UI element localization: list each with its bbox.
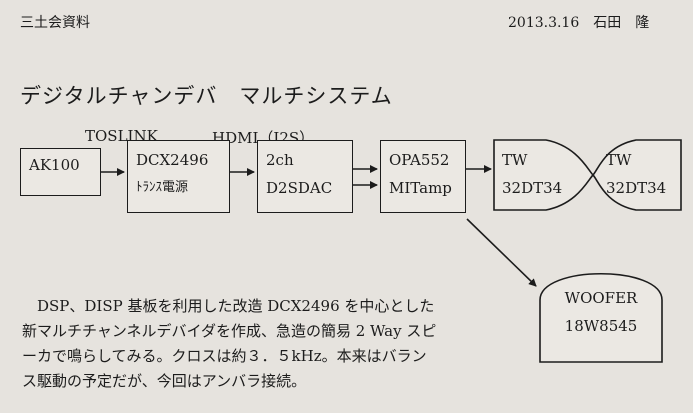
header-right: 2013.3.16 石田 隆 bbox=[508, 15, 650, 31]
dcx2496-sublabel: ﾄﾗﾝｽ電源 bbox=[136, 180, 189, 195]
mitamp-label-2: MITamp bbox=[389, 179, 452, 197]
tw2-text: TW 32DT34 bbox=[606, 150, 666, 198]
description-paragraph: DSP、DISP 基板を利用した改造 DCX2496 を中心とした 新マルチチャ… bbox=[22, 294, 472, 394]
arrow-amp-to-woofer bbox=[466, 218, 537, 287]
woofer-label: WOOFER bbox=[564, 289, 638, 307]
tw1-model: 32DT34 bbox=[502, 179, 563, 197]
dcx2496-label: DCX2496 bbox=[136, 151, 209, 169]
ak100-box: AK100 bbox=[20, 148, 101, 196]
header-left: 三土会資料 bbox=[20, 15, 90, 31]
tw1-label: TW bbox=[502, 151, 528, 169]
woofer-outline bbox=[539, 272, 663, 363]
paragraph-line-1: DSP、DISP 基板を利用した改造 DCX2496 を中心とした bbox=[22, 297, 435, 315]
woofer-text: WOOFER 18W8545 bbox=[560, 288, 642, 336]
tw1-text: TW 32DT34 bbox=[502, 150, 562, 198]
tw2-label: TW bbox=[606, 151, 632, 169]
d2sdac-label-2: D2SDAC bbox=[266, 179, 333, 197]
ak100-label: AK100 bbox=[29, 156, 80, 174]
document-title: デジタルチャンデバ マルチシステム bbox=[20, 84, 393, 108]
d2sdac-box: 2ch D2SDAC bbox=[257, 140, 353, 213]
paragraph-line-4: ス駆動の予定だが、今回はアンバラ接続。 bbox=[22, 372, 307, 390]
woofer-model: 18W8545 bbox=[564, 317, 638, 335]
tw2-model: 32DT34 bbox=[606, 179, 667, 197]
tw2-outline bbox=[591, 139, 682, 211]
dcx2496-box: DCX2496 ﾄﾗﾝｽ電源 bbox=[127, 140, 230, 213]
paragraph-line-3: ーカで鳴らしてみる。クロスは約３．５kHz。本来はバラン bbox=[22, 347, 427, 365]
mitamp-label-1: OPA552 bbox=[389, 151, 450, 169]
d2sdac-label-1: 2ch bbox=[266, 151, 294, 169]
paragraph-line-2: 新マルチチャンネルデバイダを作成、急造の簡易 2 Way スピ bbox=[22, 322, 437, 340]
mitamp-box: OPA552 MITamp bbox=[380, 140, 466, 213]
